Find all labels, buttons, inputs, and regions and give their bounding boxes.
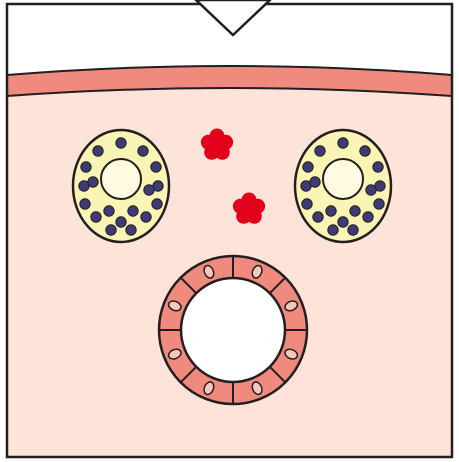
cell-nucleus-17	[366, 185, 376, 195]
follicle-right	[295, 130, 391, 242]
cell-nucleus-4	[303, 162, 313, 172]
cell-nucleus-11	[104, 206, 114, 216]
follicle-left	[73, 130, 169, 242]
cell-nucleus-2	[338, 138, 348, 148]
cell-nucleus-15	[348, 225, 358, 235]
cell-nucleus-8	[302, 199, 312, 209]
vessel-lumen	[181, 278, 285, 382]
cell-nucleus-3	[138, 146, 148, 156]
cell-nucleus-14	[328, 225, 338, 235]
cell-nucleus-13	[141, 212, 151, 222]
cell-nucleus-15	[126, 225, 136, 235]
cell-nucleus-16	[88, 177, 98, 187]
follicle-lumen	[323, 159, 363, 199]
cell-nucleus-10	[91, 212, 101, 222]
cell-nucleus-17	[144, 185, 154, 195]
cell-nucleus-16	[310, 177, 320, 187]
cell-nucleus-3	[360, 146, 370, 156]
cell-nucleus-1	[93, 146, 103, 156]
vessel-cross-section-icon	[159, 256, 307, 404]
cell-nucleus-4	[81, 162, 91, 172]
cell-nucleus-11	[326, 206, 336, 216]
cell-nucleus-9	[374, 199, 384, 209]
cell-nucleus-14	[106, 225, 116, 235]
cell-nucleus-18	[116, 217, 126, 227]
cell-nucleus-9	[152, 199, 162, 209]
arrow-down-icon	[196, 0, 270, 35]
cell-nucleus-1	[315, 146, 325, 156]
cell-nucleus-12	[350, 206, 360, 216]
blood-cell-center	[240, 200, 258, 218]
cell-nucleus-5	[373, 162, 383, 172]
cell-nucleus-13	[363, 212, 373, 222]
blood-cell-center	[208, 136, 226, 154]
cell-nucleus-2	[116, 138, 126, 148]
cell-nucleus-10	[313, 212, 323, 222]
follicle-lumen	[101, 159, 141, 199]
cell-nucleus-5	[151, 162, 161, 172]
cell-nucleus-18	[338, 217, 348, 227]
cell-nucleus-8	[80, 199, 90, 209]
cell-nucleus-12	[128, 206, 138, 216]
